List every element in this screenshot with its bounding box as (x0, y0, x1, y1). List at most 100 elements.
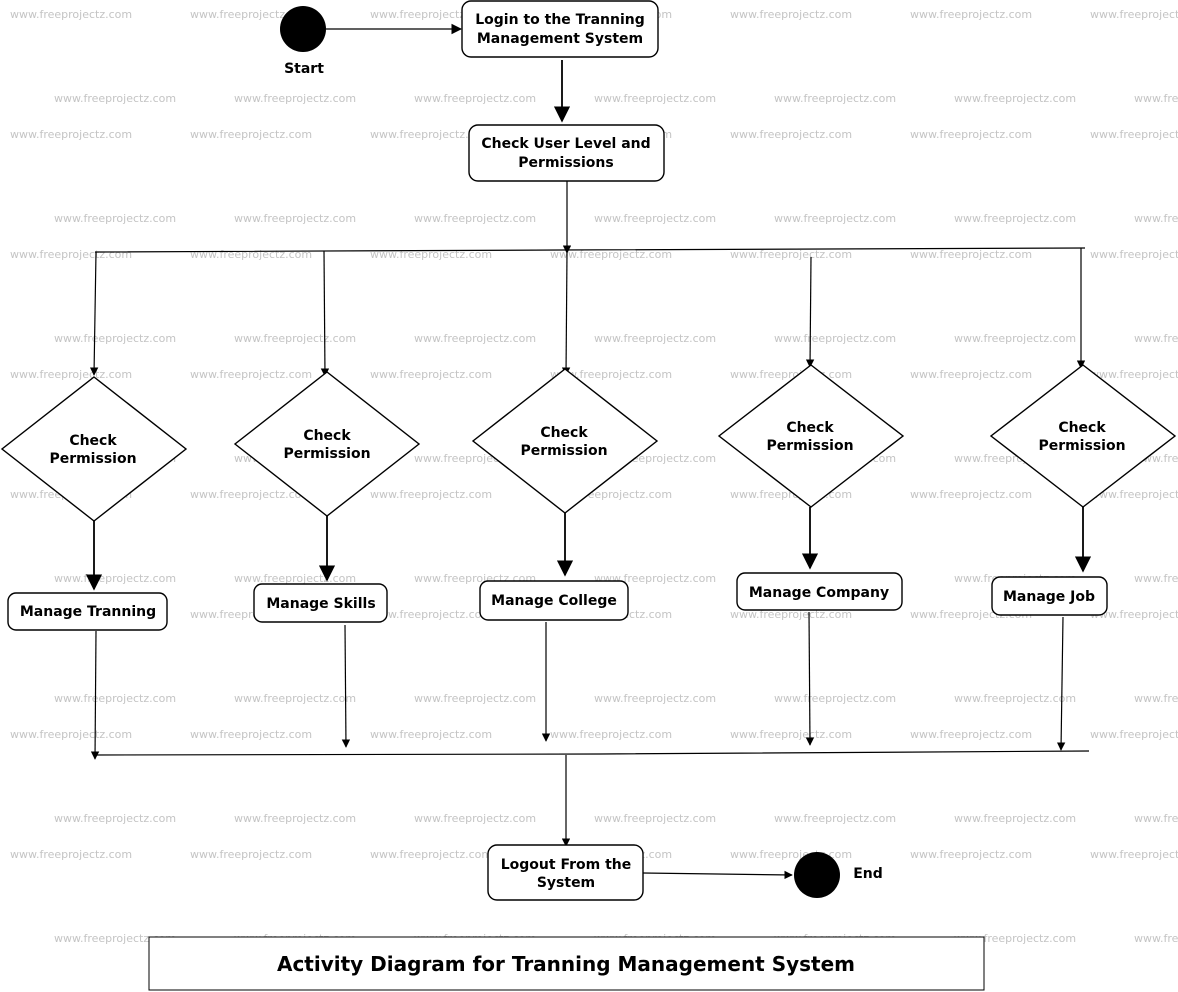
watermark-text: www.freeprojectz.com (414, 692, 536, 705)
manage-skills-activity (253, 583, 388, 623)
watermark-text: www.freeprojectz.com (190, 248, 312, 261)
manage-job-activity (991, 576, 1108, 616)
decision-2-line2: Permission (283, 446, 370, 462)
watermark-text: www.freeprojectz.com (1090, 848, 1178, 861)
watermark-text: www.freeprojectz.com (10, 728, 132, 741)
watermark-text: www.freeprojectz.com (1134, 212, 1178, 225)
manage-tranning-label: Manage Tranning (20, 604, 156, 620)
watermark-text: www.freeprojectz.com (190, 8, 312, 21)
logout-activity (487, 844, 644, 901)
watermark-text: www.freeprojectz.com (370, 488, 492, 501)
manage-skills-label: Manage Skills (266, 596, 375, 612)
watermark-text: www.freeprojectz.com (774, 332, 896, 345)
decision-5-line1: Check (1058, 420, 1106, 436)
decision-1-line1: Check (69, 433, 117, 449)
watermark-text: www.freeprojectz.com (190, 368, 312, 381)
watermark-text: www.freeprojectz.com (54, 692, 176, 705)
manage-company-label: Manage Company (749, 585, 889, 601)
flow-activity-1-to-join (90, 630, 100, 760)
watermark-text: www.freeprojectz.com (550, 248, 672, 261)
watermark-text: www.freeprojectz.com (370, 608, 492, 621)
watermark-text: www.freeprojectz.com (10, 248, 132, 261)
manage-company-activity (736, 572, 903, 611)
manage-job-label: Manage Job (1003, 589, 1095, 605)
flow-activity-5-to-join (1056, 616, 1066, 751)
manage-college-activity (479, 580, 629, 621)
watermark-text: www.freeprojectz.com (234, 812, 356, 825)
watermark-text: www.freeprojectz.com (54, 332, 176, 345)
end-node (794, 852, 840, 898)
login-activity (461, 0, 659, 58)
watermark-text: www.freeprojectz.com (414, 332, 536, 345)
watermark-text: www.freeprojectz.com (594, 332, 716, 345)
login-label-line1: Login to the Tranning (475, 12, 645, 28)
watermark-text: www.freeprojectz.com (10, 8, 132, 21)
manage-college-label: Manage College (491, 593, 617, 609)
watermark-text: www.freeprojectz.com (370, 848, 492, 861)
diagram-title: Activity Diagram for Tranning Management… (277, 952, 855, 976)
watermark-text: www.freeprojectz.com (10, 368, 132, 381)
watermark-text: www.freeprojectz.com (54, 92, 176, 105)
flow-fork-to-decision-1 (89, 251, 99, 376)
watermark-text: www.freeprojectz.com (774, 812, 896, 825)
watermark-text: www.freeprojectz.com (910, 368, 1032, 381)
flow-activity-2-to-join (341, 624, 351, 748)
decision-4 (717, 364, 905, 508)
watermark-text: www.freeprojectz.com (234, 332, 356, 345)
watermark-text: www.freeprojectz.com (370, 128, 492, 141)
check-user-activity (468, 124, 665, 182)
watermark-text: www.freeprojectz.com (730, 8, 852, 21)
watermark-text: www.freeprojectz.com (234, 692, 356, 705)
watermark-text: www.freeprojectz.com (234, 92, 356, 105)
flow-fork-to-decision-2 (320, 250, 330, 377)
flow-logout-to-end (642, 870, 793, 880)
watermark-text: www.freeprojectz.com (954, 812, 1076, 825)
start-label: Start (284, 61, 324, 77)
watermark-text: www.freeprojectz.com (414, 812, 536, 825)
watermark-text: www.freeprojectz.com (190, 128, 312, 141)
watermark-text: www.freeprojectz.com (1134, 92, 1178, 105)
start-node (280, 6, 326, 52)
watermark-text: www.freeprojectz.com (910, 128, 1032, 141)
watermark-text: www.freeprojectz.com (1090, 608, 1178, 621)
watermark-text: www.freeprojectz.com (1134, 692, 1178, 705)
watermark-text: www.freeprojectz.com (1090, 248, 1178, 261)
decision-5-line2: Permission (1038, 438, 1125, 454)
decision-4-line2: Permission (766, 438, 853, 454)
watermark-text: www.freeprojectz.com (54, 212, 176, 225)
watermark-text: www.freeprojectz.com (594, 692, 716, 705)
watermark-text: www.freeprojectz.com (1090, 728, 1178, 741)
watermark-text: www.freeprojectz.com (414, 92, 536, 105)
watermark-text: www.freeprojectz.com (234, 212, 356, 225)
watermark-text: www.freeprojectz.com (1090, 8, 1178, 21)
watermark-text: www.freeprojectz.com (1134, 572, 1178, 585)
watermark-text: www.freeprojectz.com (730, 848, 852, 861)
watermark-text: www.freeprojectz.com (954, 692, 1076, 705)
watermark-text: www.freeprojectz.com (414, 212, 536, 225)
check-user-label-line2: Permissions (518, 155, 613, 171)
login-label-line2: Management System (477, 31, 643, 47)
watermark-text: www.freeprojectz.com (910, 848, 1032, 861)
watermark-text: www.freeprojectz.com (954, 932, 1076, 945)
end-label: End (853, 866, 883, 882)
flow-fork-to-decision-4 (805, 256, 815, 368)
watermark-text: www.freeprojectz.com (190, 728, 312, 741)
watermark-text: www.freeprojectz.com (730, 128, 852, 141)
watermark-text: www.freeprojectz.com (54, 932, 176, 945)
watermark-text: www.freeprojectz.com (10, 128, 132, 141)
watermark-text: www.freeprojectz.com (954, 92, 1076, 105)
watermark-text: www.freeprojectz.com (774, 692, 896, 705)
watermark-text: www.freeprojectz.com (594, 812, 716, 825)
watermark-text: www.freeprojectz.com (910, 488, 1032, 501)
watermark-text: www.freeprojectz.com (1090, 128, 1178, 141)
watermark-text: www.freeprojectz.com (550, 728, 672, 741)
watermark-text: www.freeprojectz.com (10, 848, 132, 861)
watermark-text: www.freeprojectz.com (550, 368, 672, 381)
watermark-text: www.freeprojectz.com (1090, 368, 1178, 381)
watermark-text: www.freeprojectz.com (1090, 488, 1178, 501)
watermark-text: www.freeprojectz.com (1134, 332, 1178, 345)
decision-5 (989, 364, 1177, 508)
watermark-text: www.freeprojectz.com (910, 8, 1032, 21)
watermark-text: www.freeprojectz.com (730, 368, 852, 381)
watermark-text: www.freeprojectz.com (1134, 932, 1178, 945)
